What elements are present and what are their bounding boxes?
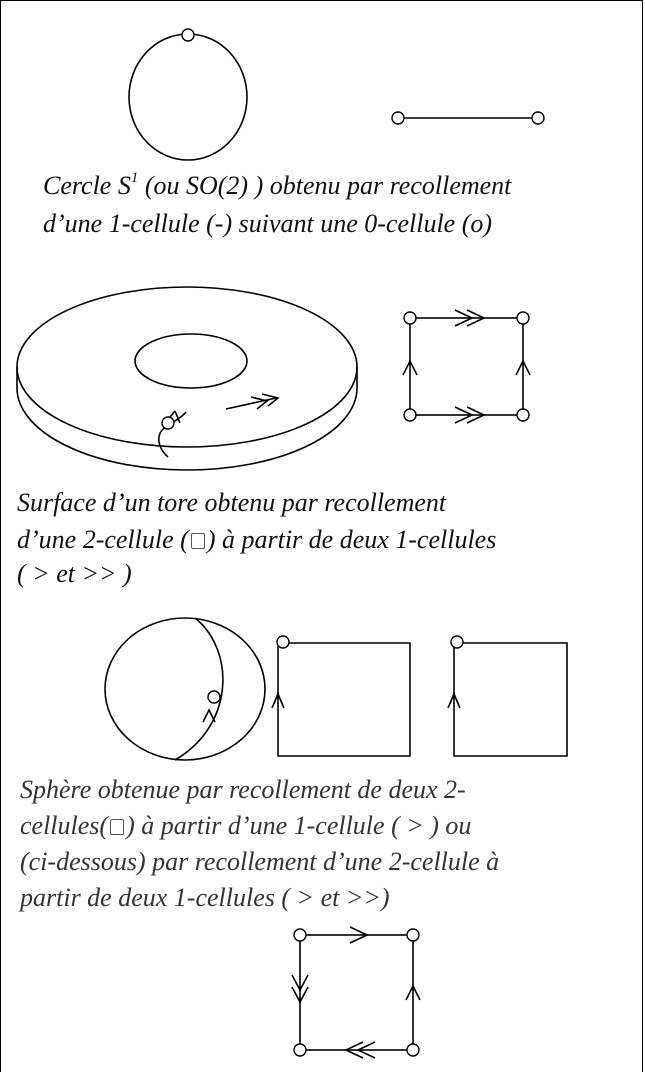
torus-vertex — [161, 416, 175, 430]
sphere-caption-line-3: (ci-dessous) par recollement d’une 2-cel… — [20, 847, 500, 876]
sphere-square-3-bottom-double-arrow — [344, 1041, 376, 1059]
torus-left-arrow — [402, 359, 418, 376]
one-cell-segment — [391, 111, 545, 125]
torus-outer-edge — [16, 286, 358, 448]
circle-caption-line-2: d’une 1-cellule (-) suivant une 0-cellul… — [43, 209, 493, 238]
torus-diagram — [16, 286, 358, 471]
sphere-square-3-edges — [299, 934, 414, 1051]
torus-meridian-front — [158, 424, 169, 458]
torus-square-vertex-tr — [516, 311, 530, 325]
segment-vertex-right — [531, 111, 545, 125]
sphere-square-3-top-arrow — [349, 926, 369, 944]
torus-parallel-line — [225, 397, 277, 410]
torus-caption-line-1: Surface d’un tore obtenu par recollement — [17, 488, 447, 517]
sphere-square-2-arrow — [447, 691, 461, 709]
torus-square-vertex-br — [516, 408, 530, 422]
sphere-square-3-vertex-br — [406, 1043, 420, 1057]
torus-hole — [134, 333, 248, 389]
two-cell-square-symbol — [190, 533, 205, 549]
sphere-square-3 — [291, 926, 421, 1059]
torus-square-vertex-bl — [403, 408, 417, 422]
torus-parallel-double-arrow — [250, 393, 280, 410]
sphere-square-2-edges — [453, 642, 568, 757]
sphere-caption-line-4: partir de deux 1-cellules ( > et >>) — [20, 883, 390, 912]
sphere-square-1-arrow — [271, 691, 285, 709]
torus-square-edges — [409, 317, 524, 416]
sphere-square-2 — [447, 635, 568, 757]
circle-caption-line-1: Cercle S1 (ou SO(2) ) obtenu par recolle… — [43, 170, 512, 200]
circle-s1 — [128, 33, 248, 161]
sphere-square-3-right-arrow — [405, 984, 421, 1001]
sphere-square-3-vertex-tr — [406, 928, 420, 942]
sphere-square-1 — [271, 635, 411, 757]
torus-bottom-double-arrow — [454, 406, 486, 424]
segment-vertex-left — [391, 111, 405, 125]
sphere-square-3-left-double-arrow — [291, 974, 309, 1004]
sphere-square-3-vertex-tl — [293, 928, 307, 942]
sphere-outline — [104, 617, 266, 761]
sphere-square-3-vertex-bl — [293, 1043, 307, 1057]
torus-square — [402, 309, 531, 424]
torus-right-arrow — [515, 359, 531, 376]
circle-vertex — [181, 28, 195, 42]
torus-top-double-arrow — [454, 309, 486, 327]
sphere-vertex — [207, 690, 221, 704]
torus-caption-line-3: ( > et >> ) — [17, 559, 132, 588]
sphere-caption-line-1: Sphère obtenue par recollement de deux 2… — [20, 775, 466, 804]
sphere-meridian-arrow — [202, 708, 216, 723]
torus-side — [16, 367, 358, 471]
sphere-meridian — [174, 617, 224, 761]
torus-square-vertex-tl — [403, 311, 417, 325]
sphere-diagram — [104, 617, 266, 761]
sphere-caption-line-2: cellules() à partir d’une 1-cellule ( > … — [20, 811, 472, 840]
sphere-square-1-edges — [277, 642, 411, 757]
circle-diagram — [128, 28, 248, 161]
two-cell-square-symbol — [110, 819, 125, 835]
torus-caption-line-2: d’une 2-cellule () à partir de deux 1-ce… — [17, 525, 497, 554]
sphere-square-1-vertex — [276, 635, 290, 649]
sphere-square-2-vertex — [450, 635, 464, 649]
